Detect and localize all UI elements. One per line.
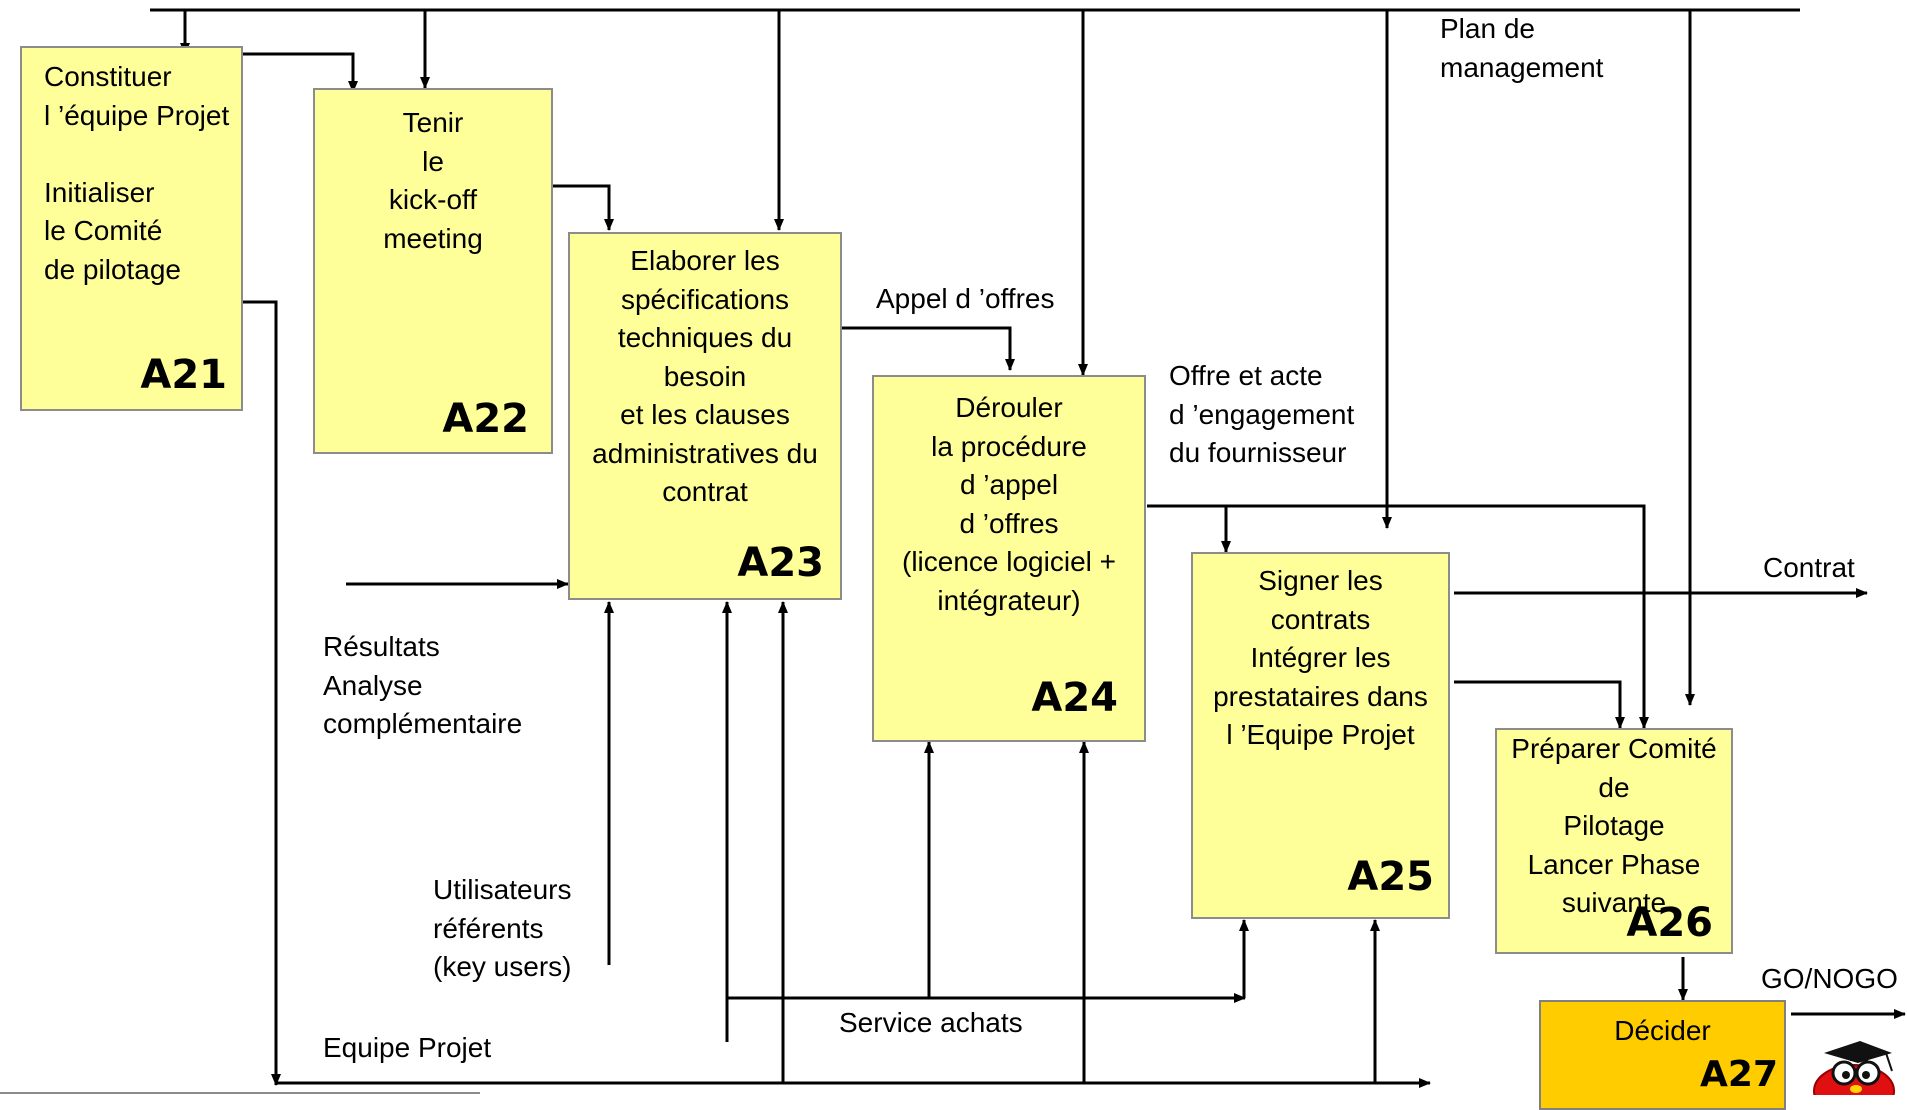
box-a25: Signer les contrats Intégrer les prestat… — [1191, 552, 1450, 919]
box-a24-text: Dérouler la procédure d ’appel d ’offres… — [902, 392, 1116, 616]
box-a22: Tenir le kick-off meeting A22 — [313, 88, 553, 454]
box-a27: Décider A27 — [1539, 1000, 1786, 1110]
arrow-a25-a26 — [1454, 680, 1625, 729]
box-a23-text: Elaborer les spécifications techniques d… — [592, 245, 818, 507]
label-utilisateurs: Utilisateurs référents (key users) — [433, 874, 572, 982]
label-contrat: Contrat — [1763, 552, 1855, 583]
box-a23: Elaborer les spécifications techniques d… — [568, 232, 842, 600]
box-a23-code: A23 — [737, 540, 824, 586]
arrow-a22-a23 — [553, 184, 614, 231]
box-a26: Préparer Comité de Pilotage Lancer Phase… — [1495, 728, 1733, 954]
box-a26-text: Préparer Comité de Pilotage Lancer Phase… — [1511, 733, 1717, 918]
box-a21: Constituer l ’équipe Projet Initialiser … — [20, 46, 243, 411]
box-a25-text: Signer les contrats Intégrer les prestat… — [1213, 565, 1428, 750]
box-a27-code: A27 — [1700, 1054, 1778, 1095]
label-service-achats: Service achats — [839, 1007, 1023, 1038]
arrow-a21-a22 — [243, 52, 358, 93]
box-a27-text: Décider — [1614, 1015, 1711, 1046]
label-plan-management: Plan de management — [1440, 13, 1604, 83]
arrow-a23-a24 — [840, 326, 1015, 371]
box-a21-code: A21 — [140, 352, 227, 398]
box-a25-code: A25 — [1347, 854, 1434, 900]
label-resultats: Résultats Analyse complémentaire — [323, 631, 523, 739]
label-equipe-projet: Equipe Projet — [323, 1032, 492, 1063]
box-a22-text: Tenir le kick-off meeting — [383, 107, 483, 254]
box-a21-text: Constituer l ’équipe Projet Initialiser … — [44, 61, 230, 285]
arrow-equipe-projet — [243, 300, 281, 1086]
box-a26-code: A26 — [1626, 900, 1713, 946]
graduate-mascot-icon — [1813, 1041, 1895, 1095]
box-a24-code: A24 — [1031, 675, 1118, 721]
arrow-a24-a25 — [1147, 504, 1649, 729]
label-appel-offres: Appel d ’offres — [876, 283, 1055, 314]
box-a22-code: A22 — [442, 396, 529, 442]
label-offre-engagement: Offre et acte d ’engagement du fournisse… — [1169, 360, 1355, 468]
box-a24: Dérouler la procédure d ’appel d ’offres… — [872, 375, 1146, 742]
label-gonogo: GO/NOGO — [1761, 963, 1898, 994]
